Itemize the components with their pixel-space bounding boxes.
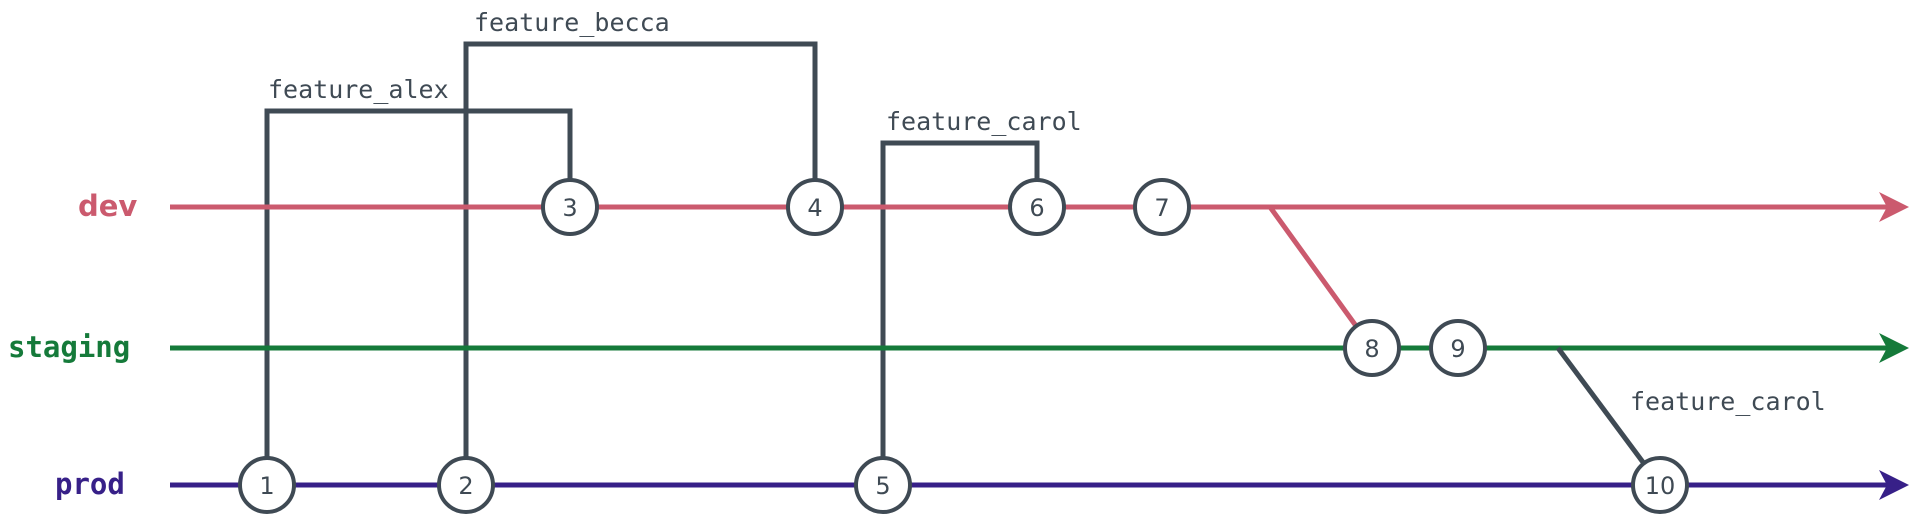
commit-node-8[interactable]: 8 (1343, 319, 1401, 377)
commit-circle-8[interactable] (1343, 319, 1401, 377)
commit-number-3: 3 (562, 194, 577, 222)
feature_alex-label: feature_alex (268, 75, 449, 104)
commit-number-9: 9 (1450, 335, 1465, 363)
commit-node-1[interactable]: 1 (238, 456, 296, 514)
commit-circle-5[interactable] (854, 456, 912, 514)
commit-circle-10[interactable] (1631, 456, 1689, 514)
commit-node-9[interactable]: 9 (1429, 319, 1487, 377)
commit-node-2[interactable]: 2 (437, 456, 495, 514)
commit-number-7: 7 (1154, 194, 1169, 222)
commit-node-5[interactable]: 5 (854, 456, 912, 514)
commit-number-6: 6 (1029, 194, 1044, 222)
feature_becca-label: feature_becca (474, 8, 670, 37)
commit-node-7[interactable]: 7 (1133, 178, 1191, 236)
branch-label-dev: dev (78, 189, 137, 223)
merge-dev-to-staging (1267, 205, 1375, 350)
commit-node-4[interactable]: 4 (786, 178, 844, 236)
commit-number-1: 1 (259, 472, 274, 500)
branch-label-layer: dev staging prod (8, 189, 137, 501)
feature_carol_dev-label: feature_carol (886, 107, 1082, 136)
commit-number-2: 2 (458, 472, 473, 500)
commit-node-10[interactable]: 10 (1631, 456, 1689, 514)
merge-layer: feature_carol (1267, 205, 1826, 487)
feature-branch-feature_becca: feature_becca (463, 8, 818, 485)
feature_carol_dev-path (880, 140, 1040, 485)
commit-number-5: 5 (875, 472, 890, 500)
feature_carol_prod-label: feature_carol (1630, 387, 1826, 416)
commit-circle-1[interactable] (238, 456, 296, 514)
commit-circle-3[interactable] (541, 178, 599, 236)
commit-number-8: 8 (1364, 335, 1379, 363)
commit-number-4: 4 (807, 194, 822, 222)
branch-label-staging: staging (8, 330, 130, 364)
feature_becca-path (463, 41, 818, 485)
commit-circle-2[interactable] (437, 456, 495, 514)
feature-branch-layer: feature_alex feature_becca feature_carol (264, 8, 1082, 485)
feature_alex-path (264, 108, 573, 485)
commit-node-6[interactable]: 6 (1008, 178, 1066, 236)
commit-number-10: 10 (1645, 472, 1676, 500)
feature-branch-feature_carol-dev: feature_carol (880, 107, 1082, 485)
commit-node-3[interactable]: 3 (541, 178, 599, 236)
commit-circle-6[interactable] (1008, 178, 1066, 236)
commit-circle-9[interactable] (1429, 319, 1487, 377)
commit-node-layer: 1 2 3 4 5 6 (238, 178, 1689, 514)
commit-circle-4[interactable] (786, 178, 844, 236)
commit-circle-7[interactable] (1133, 178, 1191, 236)
branch-label-prod: prod (55, 467, 125, 501)
feature-branch-feature_alex: feature_alex (264, 75, 573, 485)
